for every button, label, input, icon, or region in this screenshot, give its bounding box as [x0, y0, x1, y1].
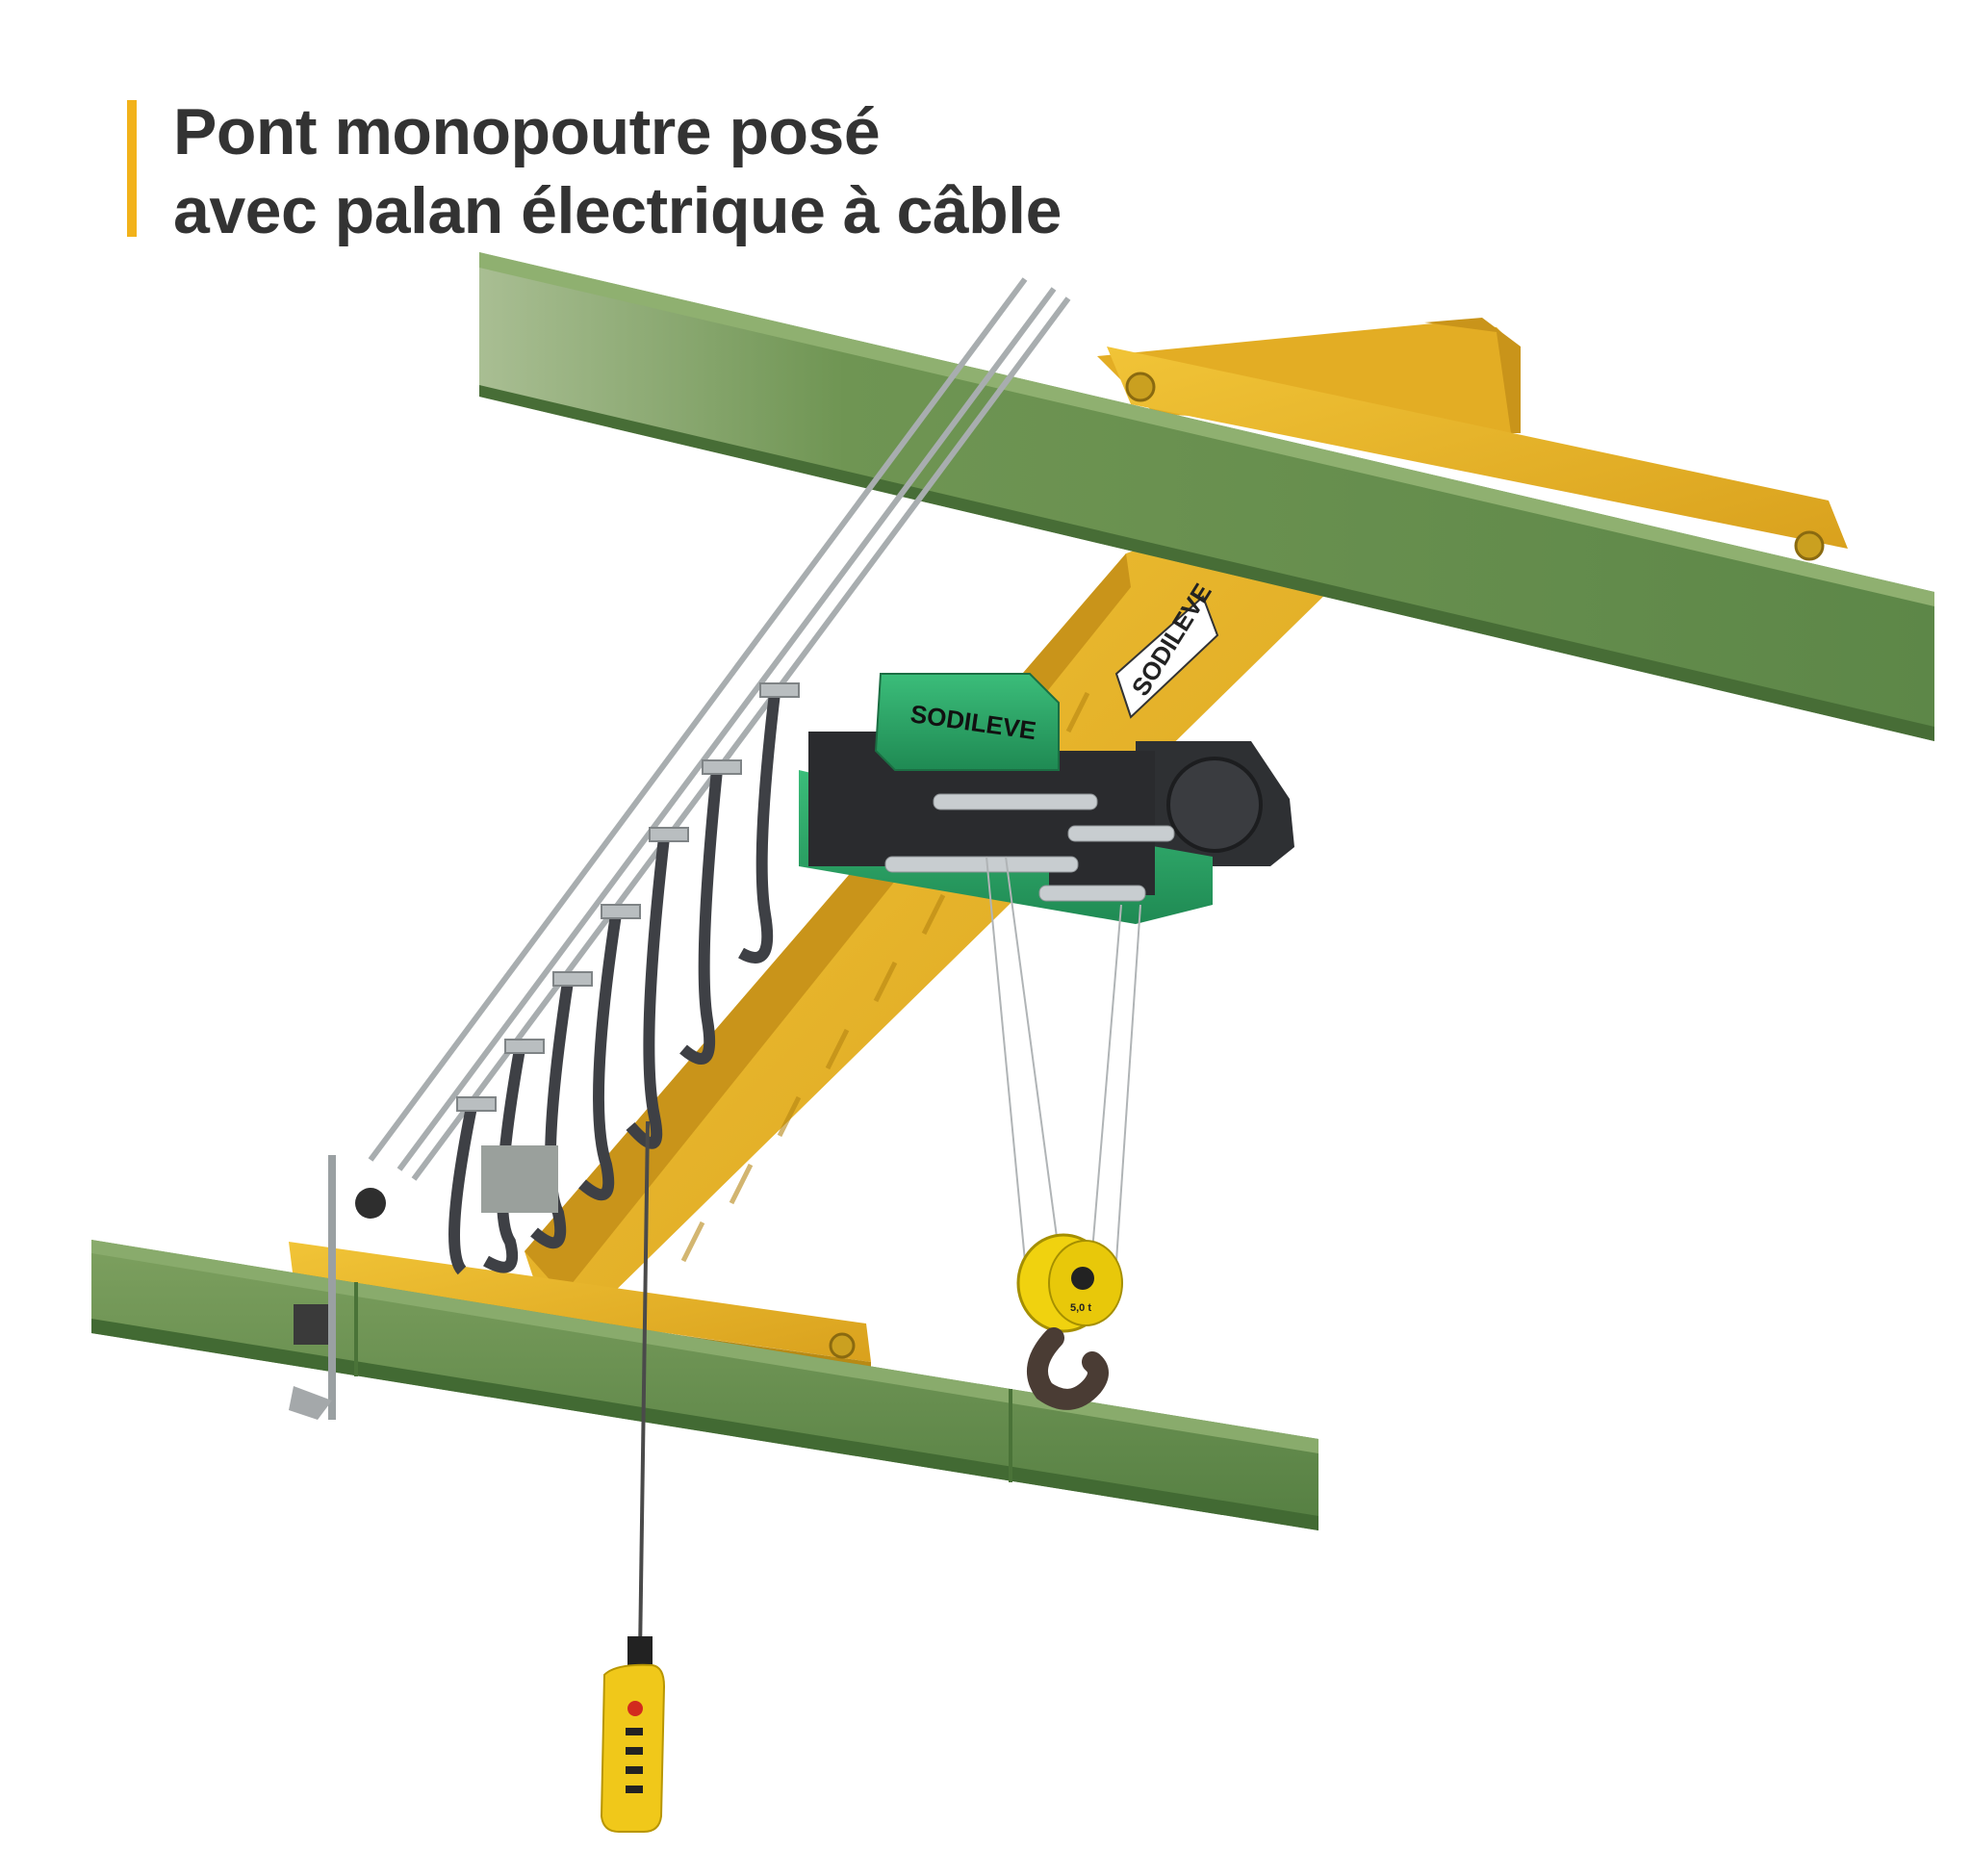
- festoon-trolleys: [456, 682, 800, 1112]
- pendant-control-icon: [600, 1663, 666, 1833]
- festoon-system: [368, 277, 1071, 1181]
- electric-hoist: SODILEVE: [799, 673, 1294, 924]
- title-accent-bar: [127, 100, 137, 237]
- top-end-carriage: [1097, 318, 1848, 561]
- junction-box: [481, 1145, 558, 1213]
- title-block: Pont monopoutre posé avec palan électriq…: [127, 92, 1474, 247]
- lower-runway-beam: [91, 1240, 1318, 1530]
- wire-ropes: [986, 856, 1141, 1262]
- title-line-2: avec palan électrique à câble: [173, 174, 1062, 247]
- title-line-1: Pont monopoutre posé: [173, 95, 881, 168]
- page-title: Pont monopoutre posé avec palan électriq…: [173, 92, 1062, 250]
- limit-switch: [289, 1155, 386, 1420]
- hook-capacity-label: 5,0 t: [1070, 1302, 1091, 1314]
- upper-runway-beam: [479, 252, 1934, 741]
- festoon-cables: [448, 692, 781, 1275]
- pendant-control: [600, 1120, 666, 1833]
- hook-block-icon: 5,0 t: [1016, 1233, 1123, 1410]
